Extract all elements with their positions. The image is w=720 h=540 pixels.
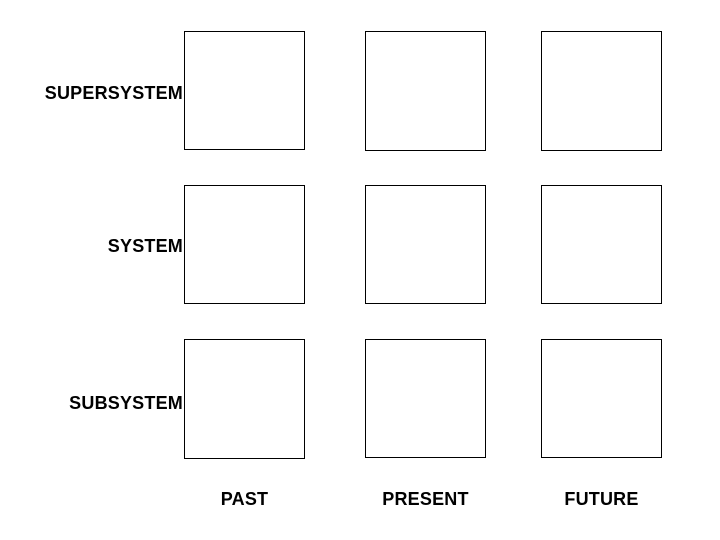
cell-supersystem-future[interactable]	[541, 31, 662, 151]
row-label-subsystem: SUBSYSTEM	[69, 393, 183, 413]
column-label-future: FUTURE	[564, 489, 639, 509]
cell-supersystem-past[interactable]	[184, 31, 305, 150]
column-label-past: PAST	[220, 489, 269, 509]
row-label-supersystem: SUPERSYSTEM	[44, 83, 183, 103]
cell-subsystem-past[interactable]	[184, 339, 305, 459]
cell-subsystem-present[interactable]	[365, 339, 486, 458]
cell-supersystem-present[interactable]	[365, 31, 486, 151]
row-label-system: SYSTEM	[107, 236, 183, 256]
cell-system-future[interactable]	[541, 185, 662, 304]
cell-subsystem-future[interactable]	[541, 339, 662, 458]
cell-system-present[interactable]	[365, 185, 486, 304]
cell-system-past[interactable]	[184, 185, 305, 304]
column-label-present: PRESENT	[382, 489, 469, 509]
